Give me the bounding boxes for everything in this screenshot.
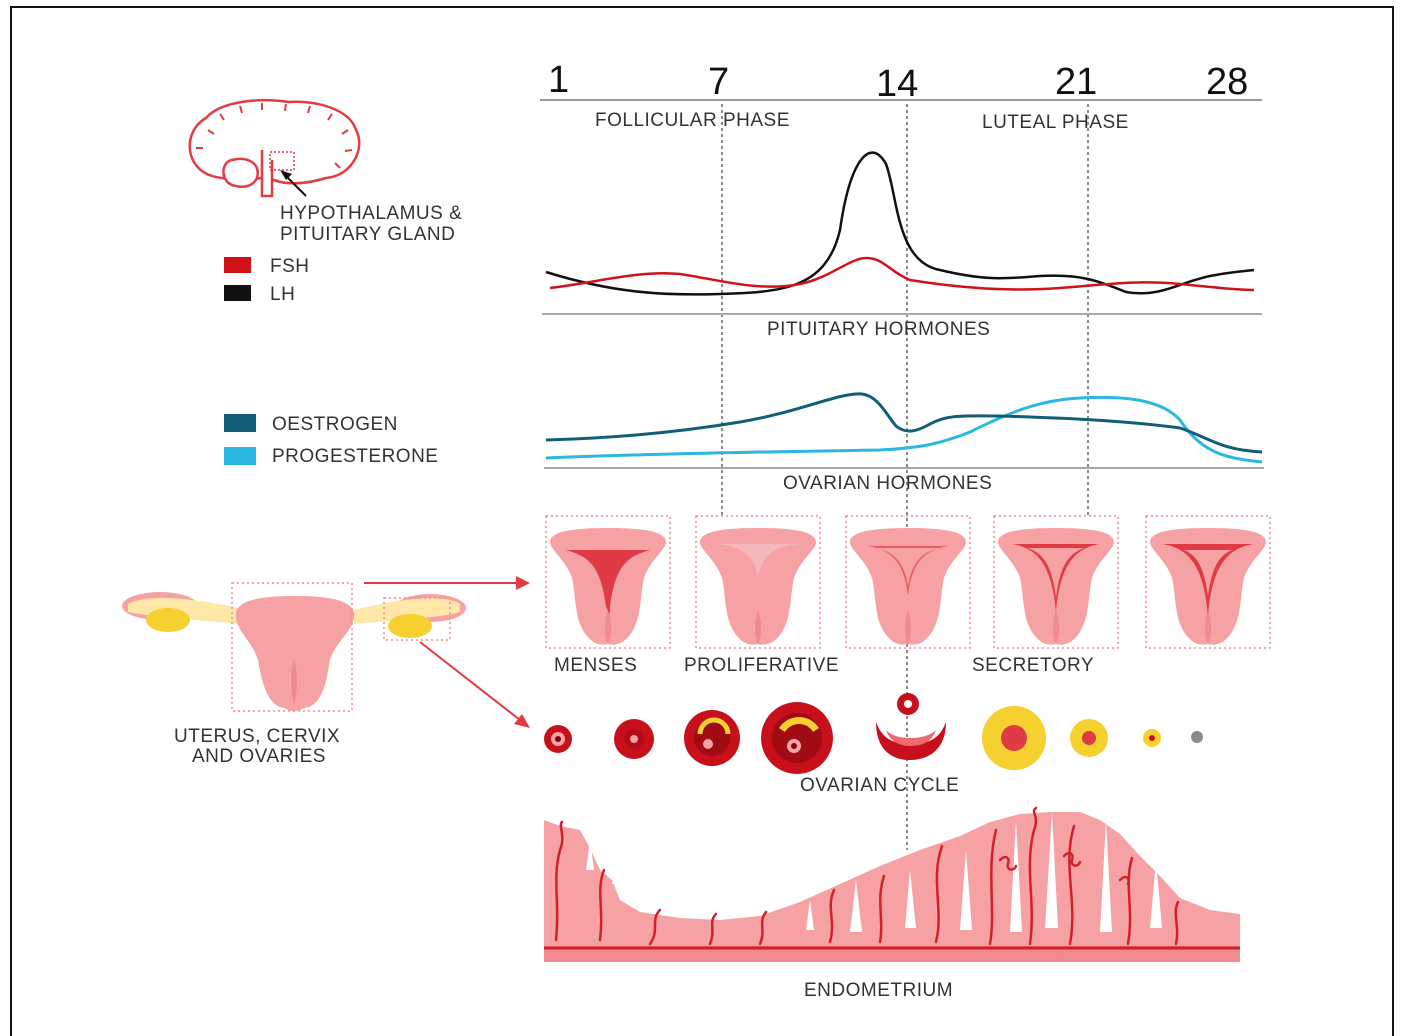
stage-label-secretory: SECRETORY bbox=[972, 655, 1094, 676]
oestrogen-legend-label: OESTROGEN bbox=[272, 414, 398, 435]
uterus-ovaries-illustration bbox=[122, 583, 466, 711]
endometrium-illustration bbox=[544, 808, 1240, 962]
day-1: 1 bbox=[548, 59, 569, 101]
fsh-curve bbox=[550, 258, 1254, 290]
brain-label-line-1: HYPOTHALAMUS & bbox=[280, 203, 462, 224]
stage-label-proliferative: PROLIFERATIVE bbox=[684, 655, 839, 676]
day-28: 28 bbox=[1206, 61, 1248, 103]
day-14: 14 bbox=[876, 63, 918, 105]
lh-legend-label: LH bbox=[270, 284, 295, 305]
corpus-luteum-3 bbox=[1143, 729, 1161, 747]
uterus-stages bbox=[546, 516, 1270, 648]
ovarian-cycle-follicles bbox=[544, 693, 1203, 774]
day-21: 21 bbox=[1055, 61, 1097, 103]
progesterone-swatch bbox=[224, 447, 256, 465]
lh-swatch bbox=[224, 285, 251, 301]
ovarian-legend: OESTROGEN PROGESTERONE bbox=[224, 414, 438, 467]
luteal-phase-label: LUTEAL PHASE bbox=[982, 112, 1129, 133]
fsh-swatch bbox=[224, 257, 251, 273]
follicle-1 bbox=[544, 725, 572, 753]
follicle-4 bbox=[761, 702, 833, 774]
oestrogen-curve bbox=[546, 394, 1262, 452]
corpus-albicans bbox=[1191, 731, 1203, 743]
day-7: 7 bbox=[708, 61, 729, 103]
uterus-label-line-2: AND OVARIES bbox=[192, 746, 326, 767]
ovarian-cycle-label: OVARIAN CYCLE bbox=[800, 775, 959, 796]
follicular-phase-label: FOLLICULAR PHASE bbox=[595, 110, 790, 131]
ovarian-hormone-curves bbox=[544, 394, 1264, 468]
day-axis: 1 7 14 21 28 FOLLICULAR PHASE LUTEAL PHA… bbox=[540, 59, 1262, 133]
progesterone-legend-label: PROGESTERONE bbox=[272, 446, 438, 467]
ovarian-hormones-title: OVARIAN HORMONES bbox=[783, 473, 992, 494]
uterus-stage-3 bbox=[846, 516, 970, 648]
uterus-stage-5 bbox=[1146, 516, 1270, 648]
follicle-ovulation bbox=[876, 693, 946, 760]
pituitary-hormones-title: PITUITARY HORMONES bbox=[767, 319, 990, 340]
follicle-2 bbox=[614, 719, 654, 759]
endometrium-label: ENDOMETRIUM bbox=[804, 980, 953, 1001]
uterus-stage-2 bbox=[696, 516, 820, 648]
follicle-3 bbox=[684, 710, 740, 766]
fsh-legend-label: FSH bbox=[270, 256, 310, 277]
brain-label-line-2: PITUITARY GLAND bbox=[280, 224, 455, 245]
uterus-label-line-1: UTERUS, CERVIX bbox=[174, 726, 340, 747]
stage-label-menses: MENSES bbox=[554, 655, 637, 676]
uterus-stage-1 bbox=[546, 516, 670, 648]
pituitary-legend: FSH LH bbox=[224, 256, 310, 305]
pituitary-hormone-curves bbox=[542, 153, 1262, 314]
corpus-luteum-2 bbox=[1070, 719, 1108, 757]
brain-icon bbox=[190, 100, 360, 196]
uterus-stage-4 bbox=[994, 516, 1118, 648]
oestrogen-swatch bbox=[224, 414, 256, 432]
corpus-luteum-1 bbox=[982, 706, 1046, 770]
